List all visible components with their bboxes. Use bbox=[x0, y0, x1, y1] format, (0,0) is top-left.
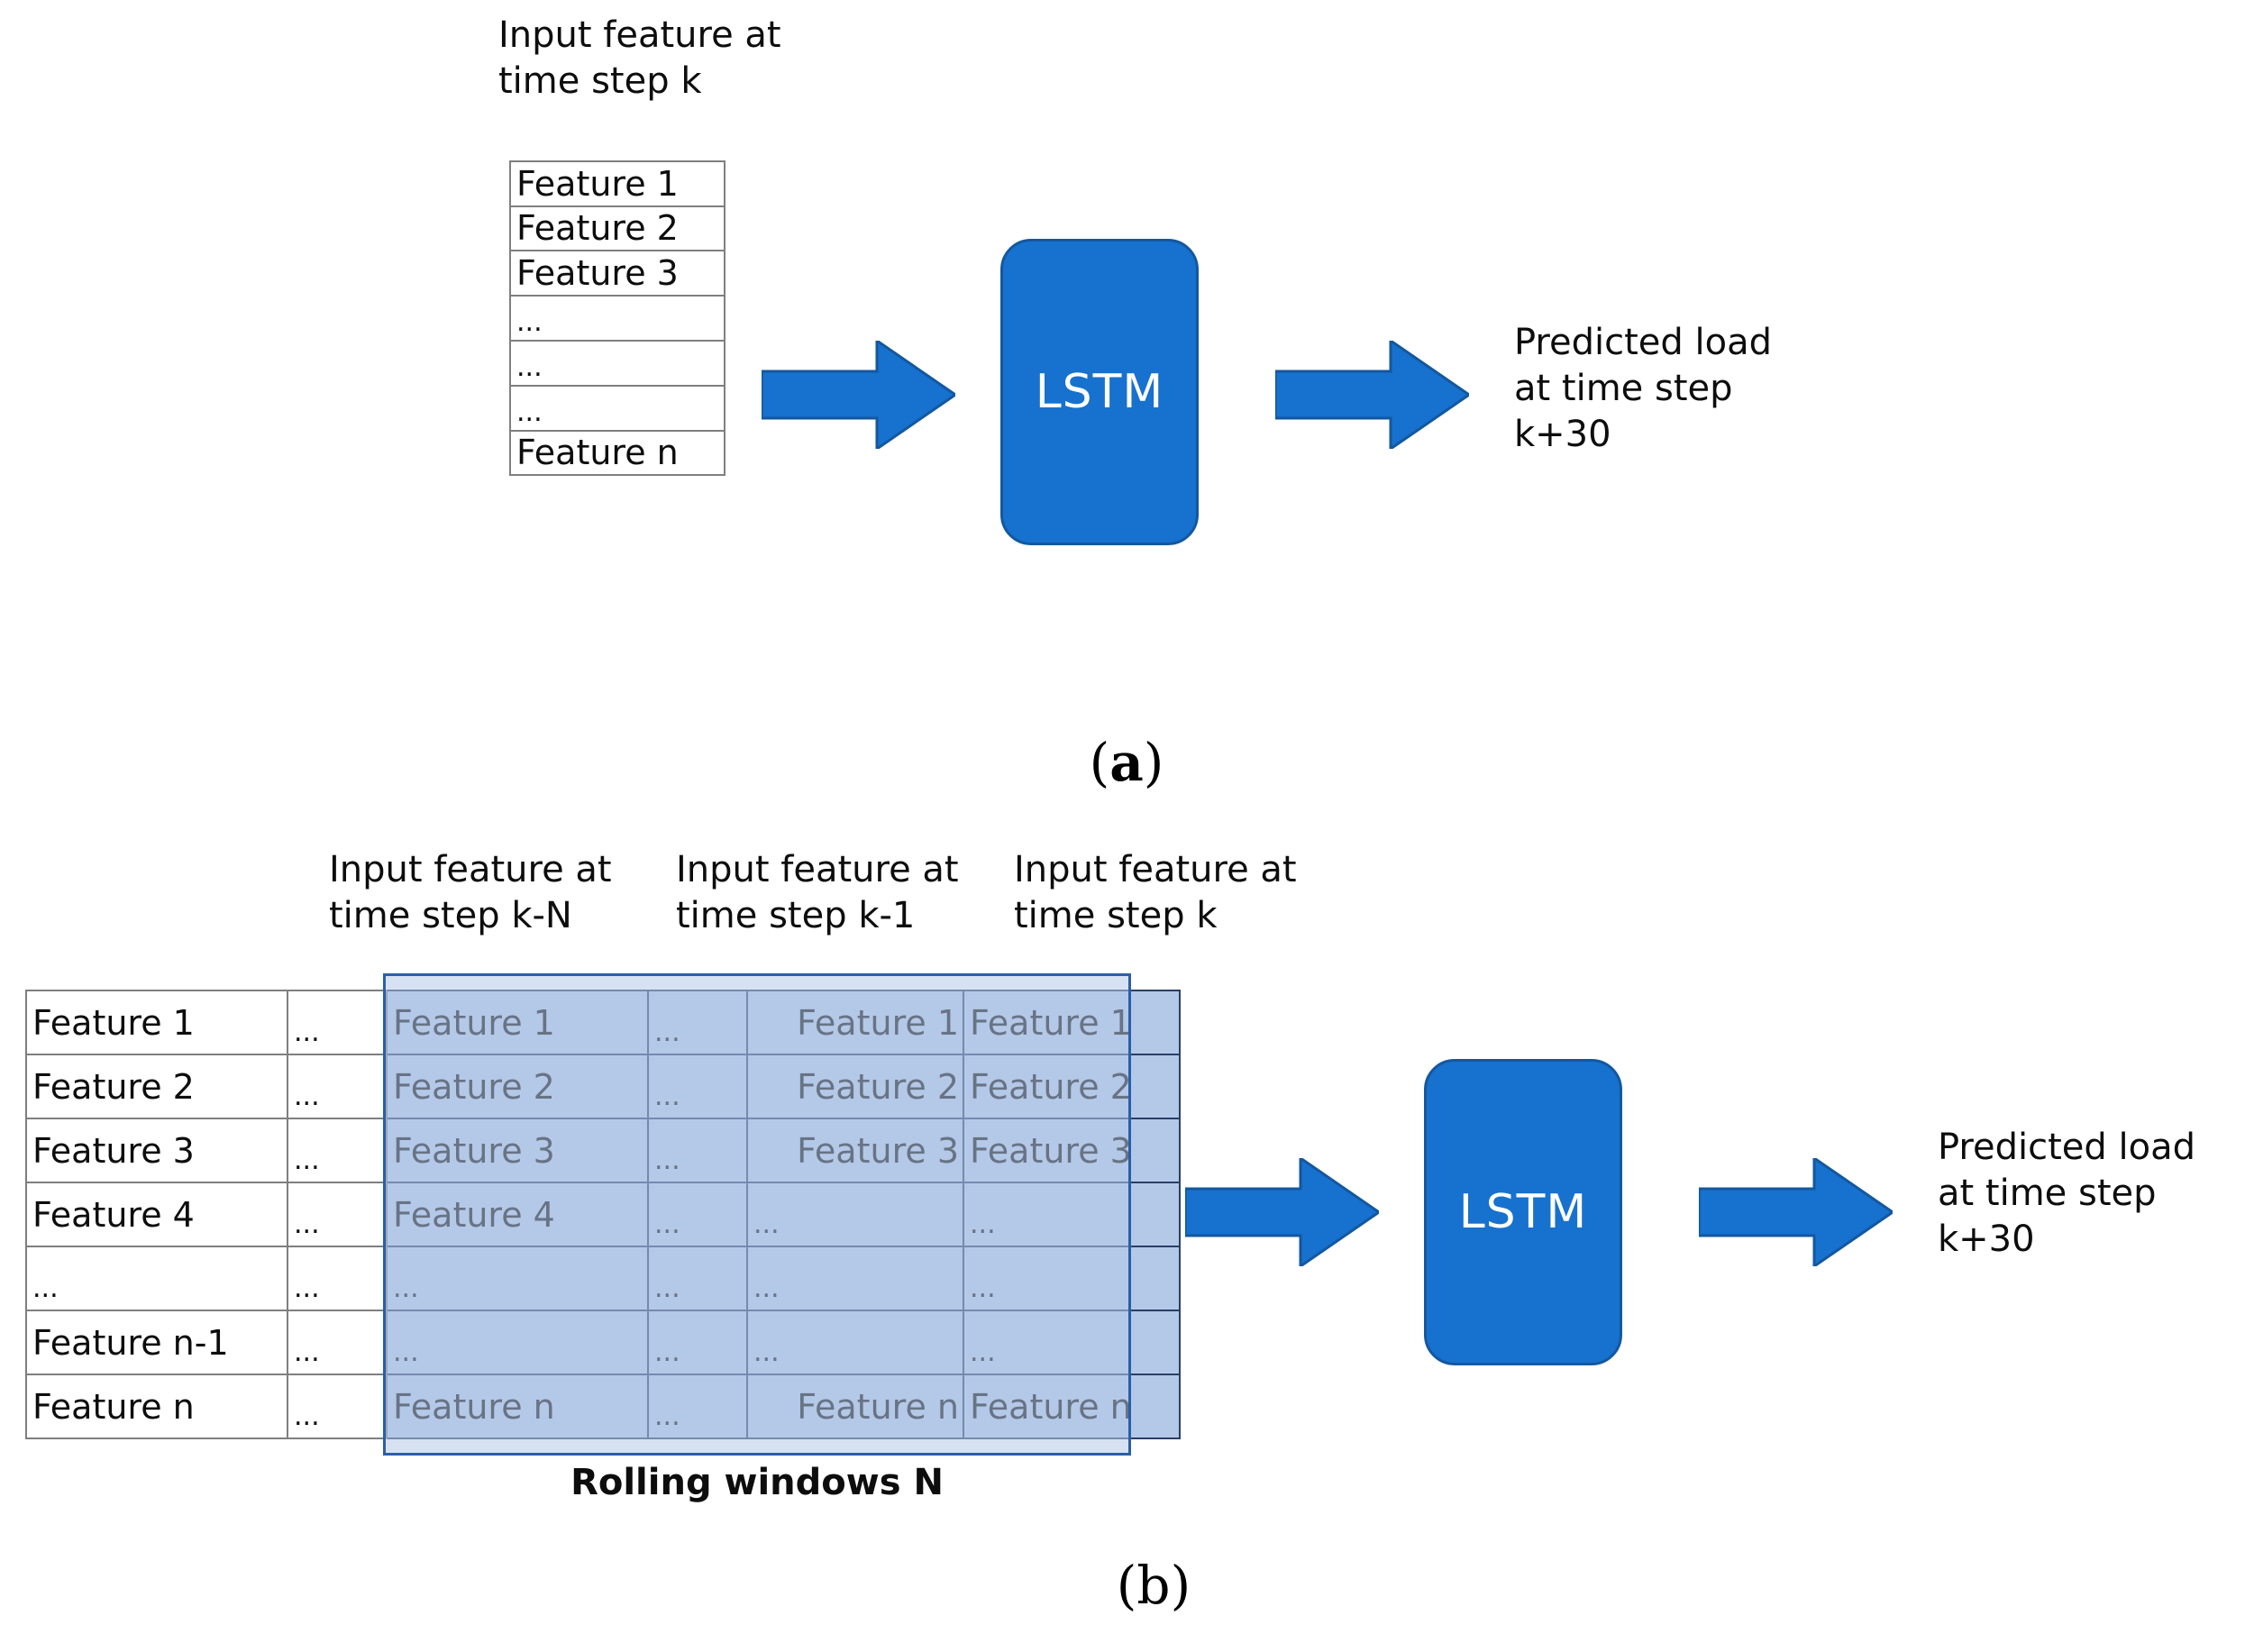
cell-r0c5: Feature 1 bbox=[963, 990, 1181, 1055]
cell-r1c5: Feature 2 bbox=[963, 1054, 1181, 1119]
panel-a-feature-table: Feature 1 Feature 2 Feature 3 ... ... ..… bbox=[509, 160, 726, 476]
panel-letter-a: a bbox=[1109, 732, 1144, 793]
paren-open: ( bbox=[1089, 732, 1110, 793]
cell-r3c2: Feature 4 bbox=[386, 1182, 649, 1247]
feature-cell: ... bbox=[516, 396, 543, 428]
cell-r6c3: ... bbox=[647, 1374, 748, 1439]
cell-r0c3: ... bbox=[647, 990, 748, 1055]
cell-r6c4: Feature n bbox=[746, 1374, 964, 1439]
panel-a-lstm-block: LSTM bbox=[1000, 239, 1199, 545]
cell-r5c3: ... bbox=[647, 1310, 748, 1375]
table-row: Feature 2 bbox=[511, 207, 724, 251]
panel-b-letter: (b) bbox=[1063, 1555, 1244, 1616]
panel-a-letter: (a) bbox=[1036, 732, 1217, 793]
cell-r0c1: ... bbox=[287, 990, 388, 1055]
table-row: ... bbox=[511, 342, 724, 387]
cell-r1c2: Feature 2 bbox=[386, 1054, 649, 1119]
paren-close: ) bbox=[1143, 732, 1164, 793]
feature-cell: ... bbox=[516, 351, 543, 383]
cell-r2c5: Feature 3 bbox=[963, 1118, 1181, 1183]
cell-r4c1: ... bbox=[287, 1246, 388, 1311]
panel-a-input-arrow-icon bbox=[762, 341, 955, 449]
cell-r2c1: ... bbox=[287, 1118, 388, 1183]
panel-b-output-caption: Predicted load at time step k+30 bbox=[1938, 1127, 2195, 1261]
panel-a-output-caption: Predicted load at time step k+30 bbox=[1514, 322, 1772, 456]
table-row: ... bbox=[511, 297, 724, 342]
table-row: Feature n-1 ... ... ... ... ... bbox=[25, 1310, 1181, 1375]
cell-r0c4: Feature 1 bbox=[746, 990, 964, 1055]
cell-r5c1: ... bbox=[287, 1310, 388, 1375]
cell-r0c0: Feature 1 bbox=[25, 990, 288, 1055]
table-row: ... bbox=[511, 387, 724, 432]
cell-r2c3: ... bbox=[647, 1118, 748, 1183]
table-row: Feature 2 ... Feature 2 ... Feature 2 Fe… bbox=[25, 1054, 1181, 1119]
cell-r0c2: Feature 1 bbox=[386, 990, 649, 1055]
cell-r1c3: ... bbox=[647, 1054, 748, 1119]
panel-a-output-arrow-icon bbox=[1275, 341, 1469, 449]
cell-r4c0: ... bbox=[25, 1246, 288, 1311]
cell-r5c5: ... bbox=[963, 1310, 1181, 1375]
cell-r4c2: ... bbox=[386, 1246, 649, 1311]
panel-b-lstm-block: LSTM bbox=[1424, 1059, 1622, 1365]
lstm-label: LSTM bbox=[1458, 1185, 1588, 1239]
table-row: Feature n bbox=[511, 432, 724, 476]
cell-r4c3: ... bbox=[647, 1246, 748, 1311]
panel-a-input-caption: Input feature at time step k bbox=[498, 14, 781, 103]
cell-r6c2: Feature n bbox=[386, 1374, 649, 1439]
cell-r3c4: ... bbox=[746, 1182, 964, 1247]
cell-r5c2: ... bbox=[386, 1310, 649, 1375]
cell-r1c1: ... bbox=[287, 1054, 388, 1119]
paren-open: ( bbox=[1116, 1555, 1137, 1616]
table-row: Feature 4 ... Feature 4 ... ... ... bbox=[25, 1182, 1181, 1247]
panel-b-output-arrow-icon bbox=[1699, 1158, 1893, 1266]
feature-cell: Feature 2 bbox=[516, 208, 679, 249]
table-row: Feature 3 ... Feature 3 ... Feature 3 Fe… bbox=[25, 1118, 1181, 1183]
feature-cell: ... bbox=[516, 306, 543, 338]
lstm-label: LSTM bbox=[1035, 365, 1164, 419]
cell-r4c4: ... bbox=[746, 1246, 964, 1311]
paren-close: ) bbox=[1170, 1555, 1191, 1616]
cell-r4c5: ... bbox=[963, 1246, 1181, 1311]
rolling-windows-label: Rolling windows N bbox=[570, 1462, 944, 1503]
cell-r3c1: ... bbox=[287, 1182, 388, 1247]
feature-cell: Feature n bbox=[516, 433, 679, 473]
table-row: Feature 1 ... Feature 1 ... Feature 1 Fe… bbox=[25, 990, 1181, 1055]
table-row: Feature n ... Feature n ... Feature n Fe… bbox=[25, 1374, 1181, 1439]
panel-b-column-caption-k-n: Input feature at time step k-N bbox=[329, 849, 612, 937]
cell-r2c0: Feature 3 bbox=[25, 1118, 288, 1183]
feature-cell: Feature 3 bbox=[516, 252, 679, 293]
cell-r2c2: Feature 3 bbox=[386, 1118, 649, 1183]
cell-r1c0: Feature 2 bbox=[25, 1054, 288, 1119]
table-row: ... ... ... ... ... ... bbox=[25, 1246, 1181, 1311]
cell-r6c5: Feature n bbox=[963, 1374, 1181, 1439]
cell-r3c3: ... bbox=[647, 1182, 748, 1247]
feature-cell: Feature 1 bbox=[516, 163, 679, 204]
panel-b-rolling-window-table: Feature 1 ... Feature 1 ... Feature 1 Fe… bbox=[25, 990, 1181, 1439]
cell-r1c4: Feature 2 bbox=[746, 1054, 964, 1119]
cell-r3c0: Feature 4 bbox=[25, 1182, 288, 1247]
cell-r2c4: Feature 3 bbox=[746, 1118, 964, 1183]
table-row: Feature 1 bbox=[511, 162, 724, 207]
cell-r3c5: ... bbox=[963, 1182, 1181, 1247]
panel-b-column-caption-k-1: Input feature at time step k-1 bbox=[676, 849, 959, 937]
cell-r5c4: ... bbox=[746, 1310, 964, 1375]
cell-r6c0: Feature n bbox=[25, 1374, 288, 1439]
panel-b-column-caption-k: Input feature at time step k bbox=[1014, 849, 1297, 937]
cell-r5c0: Feature n-1 bbox=[25, 1310, 288, 1375]
panel-b-input-arrow-icon bbox=[1185, 1158, 1379, 1266]
cell-r6c1: ... bbox=[287, 1374, 388, 1439]
panel-letter-b: b bbox=[1136, 1555, 1171, 1616]
table-row: Feature 3 bbox=[511, 251, 724, 297]
